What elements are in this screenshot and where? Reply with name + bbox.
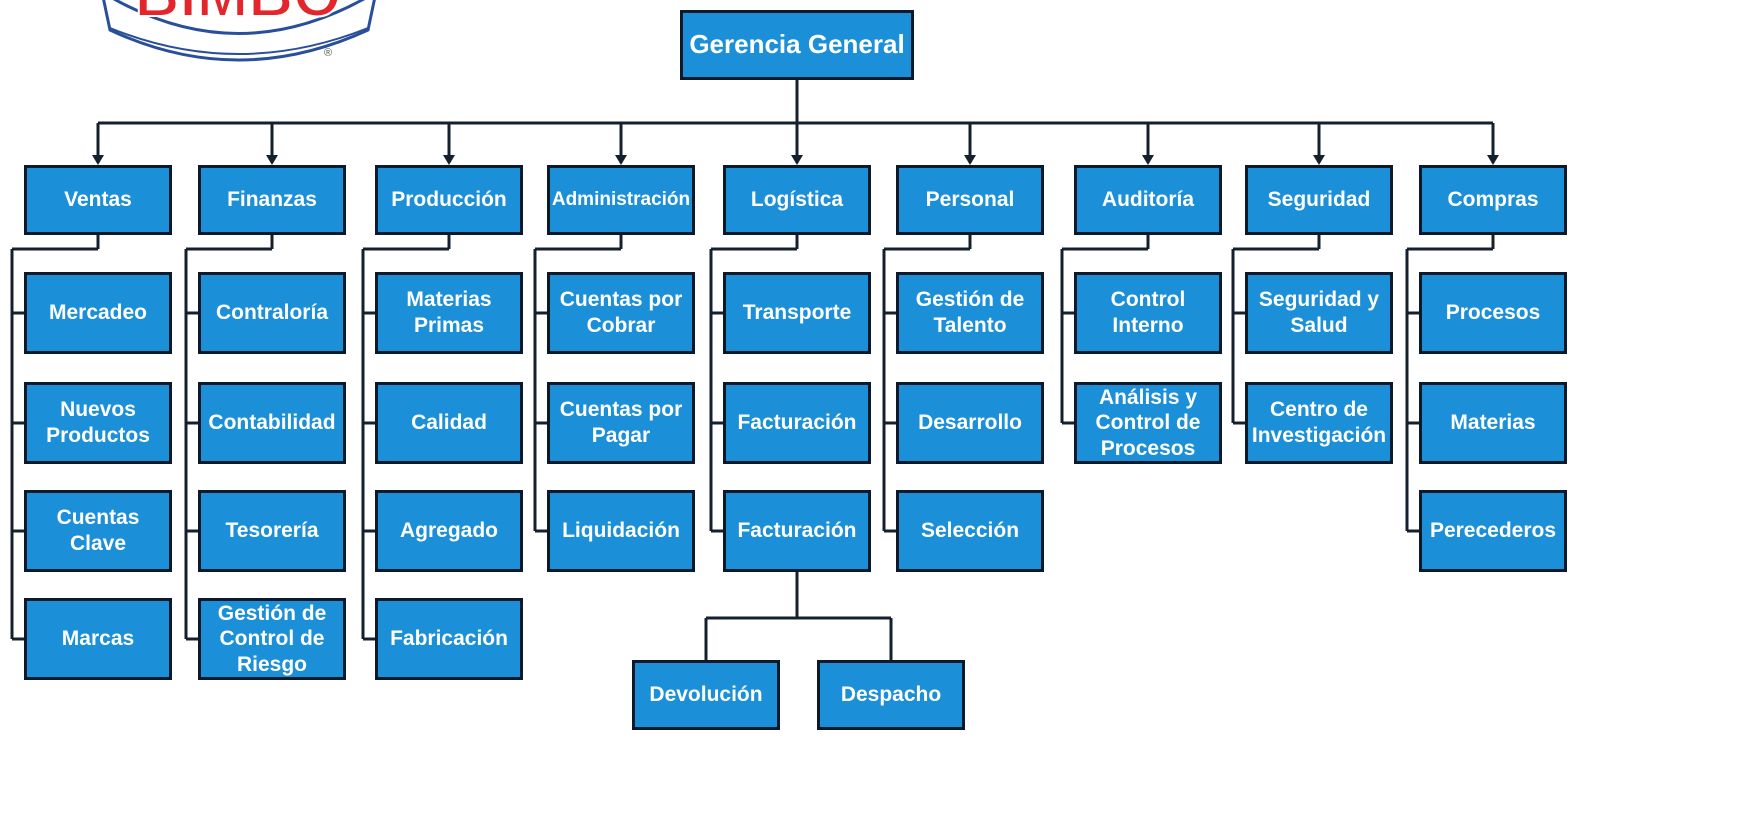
node-desarrollo: Desarrollo: [896, 382, 1044, 464]
node-gestion-de-talento: Gestión de Talento: [896, 272, 1044, 354]
department-arrowhead: [92, 155, 104, 165]
node-marcas: Marcas: [24, 598, 172, 680]
department-arrowhead: [964, 155, 976, 165]
department-arrowhead: [791, 155, 803, 165]
node-materias-primas: Materias Primas: [375, 272, 523, 354]
node-procesos: Procesos: [1419, 272, 1567, 354]
logo-wordmark: BIMBO: [135, 0, 342, 30]
department-arrowhead: [615, 155, 627, 165]
node-mercadeo: Mercadeo: [24, 272, 172, 354]
node-compras: Compras: [1419, 165, 1567, 235]
node-seguridad: Seguridad: [1245, 165, 1393, 235]
node-facturacion: Facturación: [723, 382, 871, 464]
node-agregado: Agregado: [375, 490, 523, 572]
node-ventas: Ventas: [24, 165, 172, 235]
node-cuentas-por-cobrar: Cuentas por Cobrar: [547, 272, 695, 354]
bimbo-logo: BIMBO ®: [102, 0, 376, 62]
node-contabilidad: Contabilidad: [198, 382, 346, 464]
node-materias: Materias: [1419, 382, 1567, 464]
node-despacho: Despacho: [817, 660, 965, 730]
node-logistica: Logística: [723, 165, 871, 235]
node-facturacion: Facturación: [723, 490, 871, 572]
department-arrowhead: [1487, 155, 1499, 165]
node-seleccion: Selección: [896, 490, 1044, 572]
node-calidad: Calidad: [375, 382, 523, 464]
department-arrowhead: [1313, 155, 1325, 165]
node-perecederos: Perecederos: [1419, 490, 1567, 572]
node-produccion: Producción: [375, 165, 523, 235]
node-devolucion: Devolución: [632, 660, 780, 730]
node-contraloria: Contraloría: [198, 272, 346, 354]
node-analisis-y-control-de-procesos: Análisis y Control de Procesos: [1074, 382, 1222, 464]
node-gerencia-general: Gerencia General: [680, 10, 914, 80]
node-personal: Personal: [896, 165, 1044, 235]
node-finanzas: Finanzas: [198, 165, 346, 235]
node-liquidacion: Liquidación: [547, 490, 695, 572]
node-tesoreria: Tesorería: [198, 490, 346, 572]
node-gestion-de-control-de-riesgo: Gestión de Control de Riesgo: [198, 598, 346, 680]
logo-registered-mark: ®: [324, 47, 332, 59]
node-seguridad-y-salud: Seguridad y Salud: [1245, 272, 1393, 354]
node-cuentas-por-pagar: Cuentas por Pagar: [547, 382, 695, 464]
node-centro-de-investigacion: Centro de Investigación: [1245, 382, 1393, 464]
node-transporte: Transporte: [723, 272, 871, 354]
node-cuentas-clave: Cuentas Clave: [24, 490, 172, 572]
node-control-interno: Control Interno: [1074, 272, 1222, 354]
node-nuevos-productos: Nuevos Productos: [24, 382, 172, 464]
logo-ribbon-shadow: [109, 27, 369, 55]
node-auditoria: Auditoría: [1074, 165, 1222, 235]
department-arrowhead: [266, 155, 278, 165]
department-arrowhead: [443, 155, 455, 165]
department-arrowhead: [1142, 155, 1154, 165]
node-fabricacion: Fabricación: [375, 598, 523, 680]
logo-ribbon: [102, 0, 376, 62]
node-administracion: Administración: [547, 165, 695, 235]
